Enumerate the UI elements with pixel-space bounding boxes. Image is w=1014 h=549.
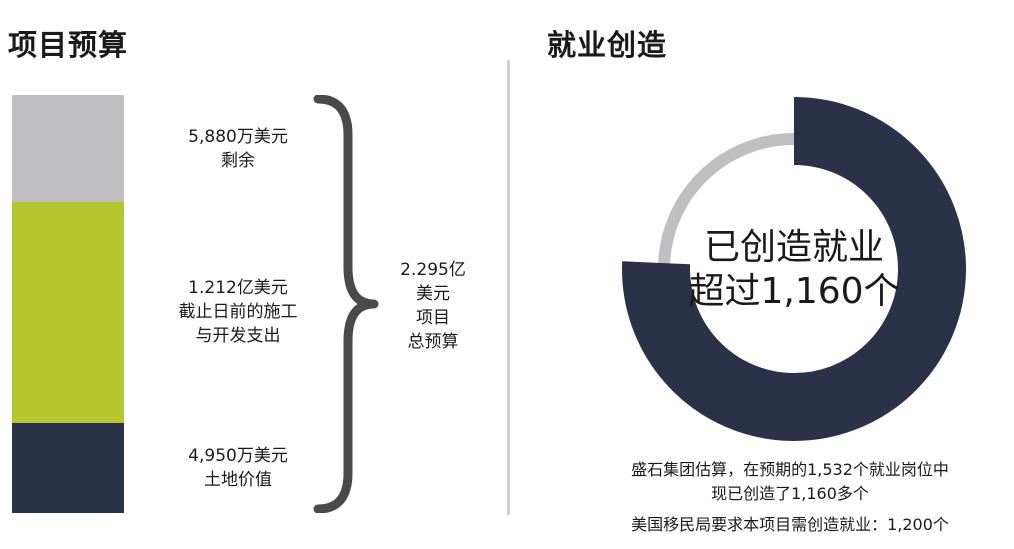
total-budget-line: 2.295亿 — [400, 260, 466, 280]
segment-label-land: 4,950万美元 土地价值 — [138, 444, 338, 492]
total-budget-label: 2.295亿 美元 项目 总预算 — [388, 258, 478, 354]
curly-brace-path — [313, 95, 379, 513]
segment-label-line: 4,950万美元 — [188, 445, 288, 466]
bar-segment-land — [12, 422, 124, 513]
budget-title: 项目预算 — [8, 28, 129, 62]
segment-label-line: 5,880万美元 — [188, 126, 288, 147]
total-budget-line: 美元 — [416, 284, 450, 304]
donut-center-line: 超过1,160个 — [688, 271, 900, 312]
section-divider — [507, 60, 510, 515]
segment-label-line: 与开发支出 — [195, 326, 281, 347]
segment-label-line: 土地价值 — [204, 469, 272, 490]
donut-center-text: 已创造就业 超过1,160个 — [618, 226, 970, 314]
jobs-note: 盛石集团估算，在预期的1,532个就业岗位中 — [631, 460, 949, 479]
segment-label-remaining: 5,880万美元 剩余 — [138, 125, 338, 173]
curly-brace-icon — [313, 95, 379, 513]
uscis-requirement-note: 美国移民局要求本项目需创造就业：1,200个 — [631, 515, 949, 534]
segment-label-construction: 1.212亿美元 截止日前的施工 与开发支出 — [138, 276, 338, 348]
jobs-donut-chart — [622, 97, 966, 441]
segment-label-line: 截止日前的施工 — [178, 302, 298, 323]
donut-center-line: 已创造就业 — [703, 227, 884, 268]
budget-stacked-bar — [12, 95, 124, 513]
total-budget-line: 项目 — [416, 308, 450, 328]
total-budget-line: 总预算 — [407, 332, 459, 352]
bar-segment-construction — [12, 202, 124, 423]
bar-segment-remaining — [12, 95, 124, 203]
donut-slice-created — [622, 97, 966, 441]
segment-label-line: 剩余 — [221, 150, 255, 171]
jobs-title: 就业创造 — [547, 28, 668, 62]
jobs-note: 现已创造了1,160多个 — [711, 484, 869, 503]
segment-label-line: 1.212亿美元 — [188, 278, 288, 299]
